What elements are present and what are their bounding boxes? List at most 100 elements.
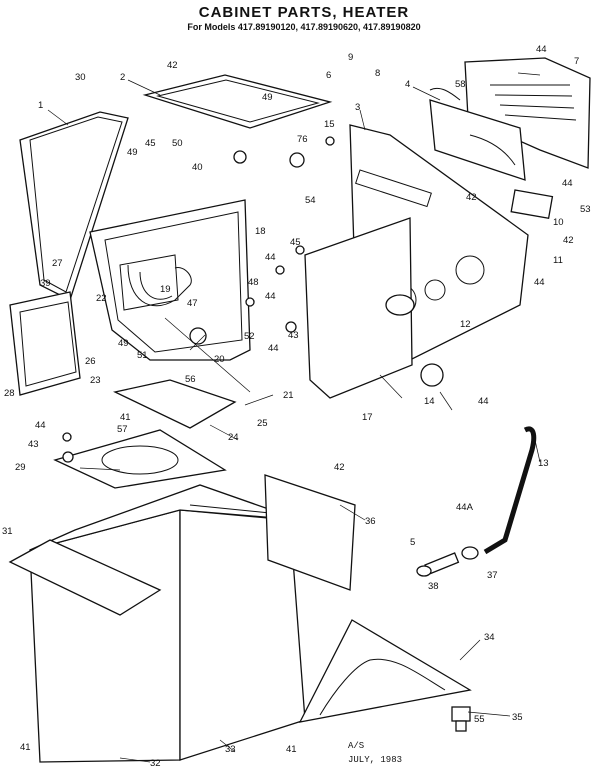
callout-44-h: 44 (35, 420, 46, 431)
heater-element (127, 264, 192, 307)
drain-valve (451, 706, 471, 732)
fasteners (62, 136, 335, 463)
callout-42-d: 42 (334, 462, 345, 473)
callout-42-c: 42 (563, 235, 574, 246)
callout-15: 15 (324, 119, 335, 130)
vent-hose (483, 426, 537, 555)
callout-18: 18 (255, 226, 266, 237)
callout-31: 31 (2, 526, 13, 537)
callout-21: 21 (283, 390, 294, 401)
callout-54: 54 (305, 195, 316, 206)
callout-55: 55 (474, 714, 485, 725)
callout-42-b: 42 (466, 192, 477, 203)
main-cabinet (29, 484, 306, 763)
callout-19: 19 (160, 284, 171, 295)
callout-22: 22 (96, 293, 107, 304)
callout-30: 30 (75, 72, 86, 83)
callout-6: 6 (326, 70, 331, 81)
callout-25: 25 (257, 418, 268, 429)
hole-plug (420, 363, 444, 387)
access-door (9, 291, 81, 396)
callout-11: 11 (553, 255, 563, 266)
callout-41-c: 41 (286, 744, 297, 755)
callout-26: 26 (85, 356, 96, 367)
base-plate (53, 429, 227, 489)
callout-76: 76 (297, 134, 308, 145)
bracket-assembly (510, 189, 554, 220)
callout-20: 20 (214, 354, 225, 365)
callout-49-a: 49 (262, 92, 273, 103)
footer-line-2: JULY, 1983 (348, 755, 402, 765)
callout-33: 33 (225, 744, 236, 755)
callout-7: 7 (574, 56, 579, 67)
callout-28: 28 (4, 388, 15, 399)
callout-27: 27 (52, 258, 63, 269)
callout-41-a: 41 (120, 412, 131, 423)
callout-32: 32 (150, 758, 161, 768)
callout-14: 14 (424, 396, 435, 407)
callout-9: 9 (348, 52, 353, 63)
callout-10: 10 (553, 217, 564, 228)
callout-48: 48 (248, 277, 259, 288)
callout-51: 51 (137, 350, 148, 361)
callout-49-c: 49 (118, 338, 129, 349)
inner-front-frame (89, 199, 251, 361)
callout-5: 5 (410, 537, 415, 548)
base-rim (8, 539, 162, 616)
callout-38: 38 (428, 581, 439, 592)
footer-line-1: A/S (348, 741, 364, 751)
callout-52: 52 (244, 331, 255, 342)
callout-40: 40 (192, 162, 203, 173)
callout-labels: 1 2 3 4 5 6 7 8 9 10 11 12 13 14 15 17 1… (2, 44, 591, 768)
callout-44-c: 44 (265, 252, 276, 263)
callout-8: 8 (375, 68, 380, 79)
callout-44-d: 44 (534, 277, 545, 288)
callout-43-a: 43 (288, 330, 299, 341)
callout-43-b: 43 (28, 439, 39, 450)
callout-45-b: 45 (290, 237, 301, 248)
callout-37: 37 (487, 570, 498, 581)
callout-44-a: 44 (536, 44, 547, 55)
diagram-title: CABINET PARTS, HEATER (198, 4, 410, 21)
callout-3: 3 (355, 102, 360, 113)
drip-tray (113, 379, 237, 429)
callout-13: 13 (538, 458, 549, 469)
callout-2: 2 (120, 72, 125, 83)
left-side-panel (19, 111, 129, 301)
callout-47: 47 (187, 298, 198, 309)
duct-ring (385, 294, 415, 316)
callout-1: 1 (38, 100, 43, 111)
callout-44-e: 44 (265, 291, 276, 302)
callout-39: 39 (40, 278, 51, 289)
callout-56: 56 (185, 374, 196, 385)
callout-12: 12 (460, 319, 471, 330)
callout-57: 57 (117, 424, 128, 435)
rear-panel (264, 474, 356, 591)
leader-lines (47, 72, 541, 763)
top-lid (142, 74, 333, 129)
callout-36: 36 (365, 516, 376, 527)
front-panel (304, 217, 413, 399)
callout-58: 58 (455, 79, 466, 90)
callout-17: 17 (362, 412, 373, 423)
callout-29: 29 (15, 462, 26, 473)
diagram-subtitle: For Models 417.89190120, 417.89190620, 4… (187, 22, 421, 32)
hose-fittings (416, 546, 479, 577)
callout-45-a: 45 (145, 138, 156, 149)
callout-24: 24 (228, 432, 239, 443)
callout-53: 53 (580, 204, 591, 215)
callout-44-b: 44 (562, 178, 573, 189)
callout-44-f: 44 (268, 343, 279, 354)
callout-41-b: 41 (20, 742, 31, 753)
callout-4: 4 (405, 79, 410, 90)
callout-23: 23 (90, 375, 101, 386)
control-bracket (429, 87, 526, 181)
callout-35: 35 (512, 712, 523, 723)
callout-34: 34 (484, 632, 495, 643)
callout-50: 50 (172, 138, 183, 149)
drain-base (298, 619, 472, 723)
callout-42-a: 42 (167, 60, 178, 71)
callout-44A: 44A (456, 502, 474, 513)
callout-49-b: 49 (127, 147, 138, 158)
